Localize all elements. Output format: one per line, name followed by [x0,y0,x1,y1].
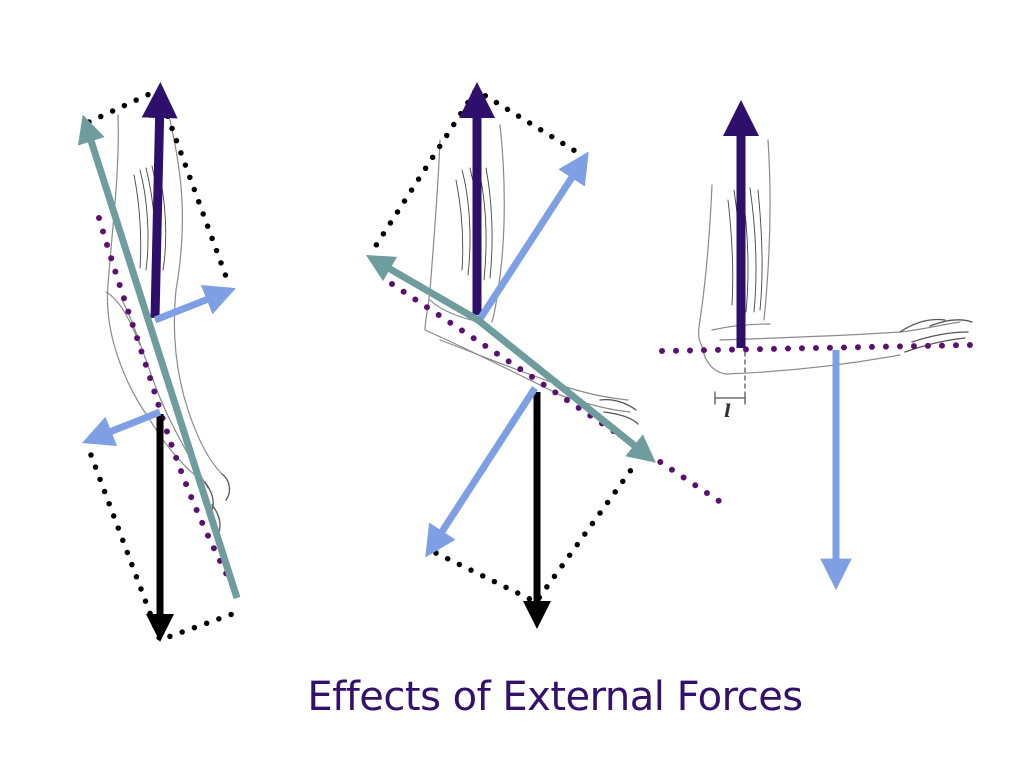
panel-arm-extended [77,82,241,644]
lower-perpendicular-arrow [82,408,162,446]
proximal-component-arrow [365,254,480,324]
panel-arm-oblique [365,82,728,629]
lower-perpendicular-arrow [425,386,538,558]
distal-component-arrow [475,317,656,463]
slide-title: Effects of External Forces [307,674,803,720]
panel-arm-horizontal: l [659,100,975,591]
upper-perpendicular-arrow [475,151,589,324]
moment-arm-label: l [724,401,731,422]
muscle-force-arrow [141,82,178,319]
long-component-arrow [77,114,241,600]
moment-arm-bracket [714,391,746,405]
joint-axis-line [659,342,975,354]
upper-perpendicular-arrow [153,284,236,324]
lower-parallelogram [433,460,639,606]
force-diagram: l [77,82,975,644]
arm-sketch-extended [105,111,231,536]
joint-axis-line [389,281,728,508]
